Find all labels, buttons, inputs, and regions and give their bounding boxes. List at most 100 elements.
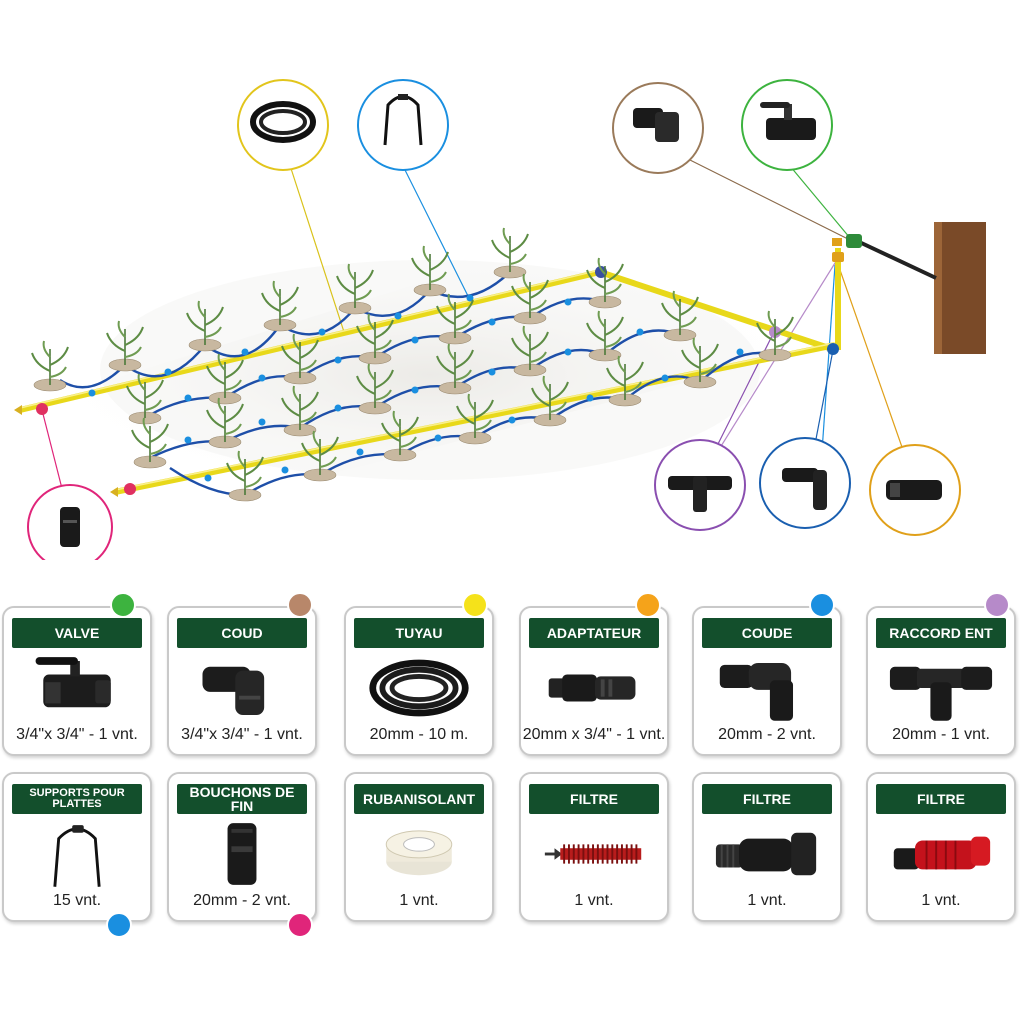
color-key-dot [984, 592, 1010, 618]
callout-adapter [869, 444, 961, 536]
card-title: RACCORD ENT [876, 618, 1006, 648]
plant [261, 280, 299, 325]
card-quantity: 1 vnt. [921, 892, 961, 909]
plant [281, 333, 319, 378]
plant [281, 385, 319, 430]
component-card: VALVE 3/4"x 3/4" - 1 vnt. [2, 592, 152, 756]
card-quantity: 20mm - 2 vnt. [718, 726, 816, 743]
callout-valve [741, 79, 833, 171]
plant [411, 245, 449, 290]
drip-emitter [564, 348, 572, 356]
drip-emitter [258, 374, 266, 382]
component-card: BOUCHONS DE FIN 20mm - 2 vnt. [167, 772, 317, 938]
valve-icon [24, 652, 130, 724]
plant [106, 320, 144, 365]
spring-filter-icon [541, 818, 647, 890]
plant [336, 263, 374, 308]
color-key-dot [106, 912, 132, 938]
drip-emitter [586, 394, 594, 402]
component-card: COUD 3/4"x 3/4" - 1 vnt. [167, 592, 317, 756]
card-title: ADAPTATEUR [529, 618, 659, 648]
plant [586, 310, 624, 355]
plant [661, 290, 699, 335]
elbow-connector-icon [714, 652, 820, 724]
drip-emitter [466, 294, 474, 302]
callout-plant-support [357, 79, 449, 171]
drip-emitter [281, 466, 289, 474]
color-key-dot [287, 592, 313, 618]
tee-marker [595, 266, 607, 278]
plant [511, 325, 549, 370]
plant [356, 313, 394, 358]
color-key-dot [635, 592, 661, 618]
plant [586, 257, 624, 302]
card-quantity: 1 vnt. [574, 892, 614, 909]
callout-elbow [612, 82, 704, 174]
component-card: FILTRE 1 vnt. [519, 772, 669, 922]
valve-marker [846, 234, 862, 248]
card-title: FILTRE [529, 784, 659, 814]
plant [206, 353, 244, 398]
component-card: COUDE 20mm - 2 vnt. [692, 592, 842, 756]
drip-emitter [411, 336, 419, 344]
drip-emitter [258, 418, 266, 426]
card-quantity: 3/4"x 3/4" - 1 vnt. [16, 726, 138, 743]
ground-area [30, 255, 830, 495]
card-title: COUDE [702, 618, 832, 648]
drip-emitter [204, 474, 212, 482]
plant-support-icon [24, 818, 130, 890]
card-quantity: 3/4"x 3/4" - 1 vnt. [181, 726, 303, 743]
end-plug-marker [36, 403, 48, 415]
card-quantity: 20mm - 1 vnt. [892, 726, 990, 743]
card-quantity: 15 vnt. [52, 892, 102, 909]
hose-coil-icon [366, 652, 472, 724]
card-quantity: 20mm x 3/4" - 1 vnt. [522, 726, 666, 743]
end-plug-marker [124, 483, 136, 495]
plant [606, 355, 644, 400]
plant [756, 310, 794, 355]
color-key-dot [110, 592, 136, 618]
callout-end-plug [27, 484, 113, 560]
elbow-icon [189, 652, 295, 724]
wall-post [934, 222, 986, 354]
plant [301, 430, 339, 475]
drip-emitter [184, 436, 192, 444]
plant [226, 450, 264, 495]
card-title: VALVE [12, 618, 142, 648]
plant [206, 397, 244, 442]
plant [381, 410, 419, 455]
plant [126, 373, 164, 418]
card-title: BOUCHONS DE FIN [177, 784, 307, 814]
drip-emitter [434, 434, 442, 442]
color-key-dot [809, 592, 835, 618]
plant [356, 363, 394, 408]
drip-emitter [508, 416, 516, 424]
tee-connector-icon [888, 652, 994, 724]
drip-emitter [318, 328, 326, 336]
plant [186, 300, 224, 345]
drip-emitter [394, 312, 402, 320]
card-quantity: 20mm - 10 m. [369, 726, 469, 743]
card-quantity: 1 vnt. [747, 892, 787, 909]
supply-hose [854, 238, 937, 280]
plant [531, 375, 569, 420]
plant [511, 273, 549, 318]
black-filter-icon [714, 818, 820, 890]
drip-emitter [411, 386, 419, 394]
drip-emitter [488, 368, 496, 376]
plant [456, 393, 494, 438]
card-quantity: 20mm - 2 vnt. [193, 892, 291, 909]
drip-emitter [241, 348, 249, 356]
card-title: RUBANISOLANT [354, 784, 484, 814]
card-title: TUYAU [354, 618, 484, 648]
card-title: FILTRE [876, 784, 1006, 814]
card-title: FILTRE [702, 784, 832, 814]
adapter-icon [541, 652, 647, 724]
card-title: COUD [177, 618, 307, 648]
drip-emitter [636, 328, 644, 336]
component-card: RACCORD ENT 20mm - 1 vnt. [866, 592, 1016, 756]
color-key-dot [287, 912, 313, 938]
drip-emitter [736, 348, 744, 356]
